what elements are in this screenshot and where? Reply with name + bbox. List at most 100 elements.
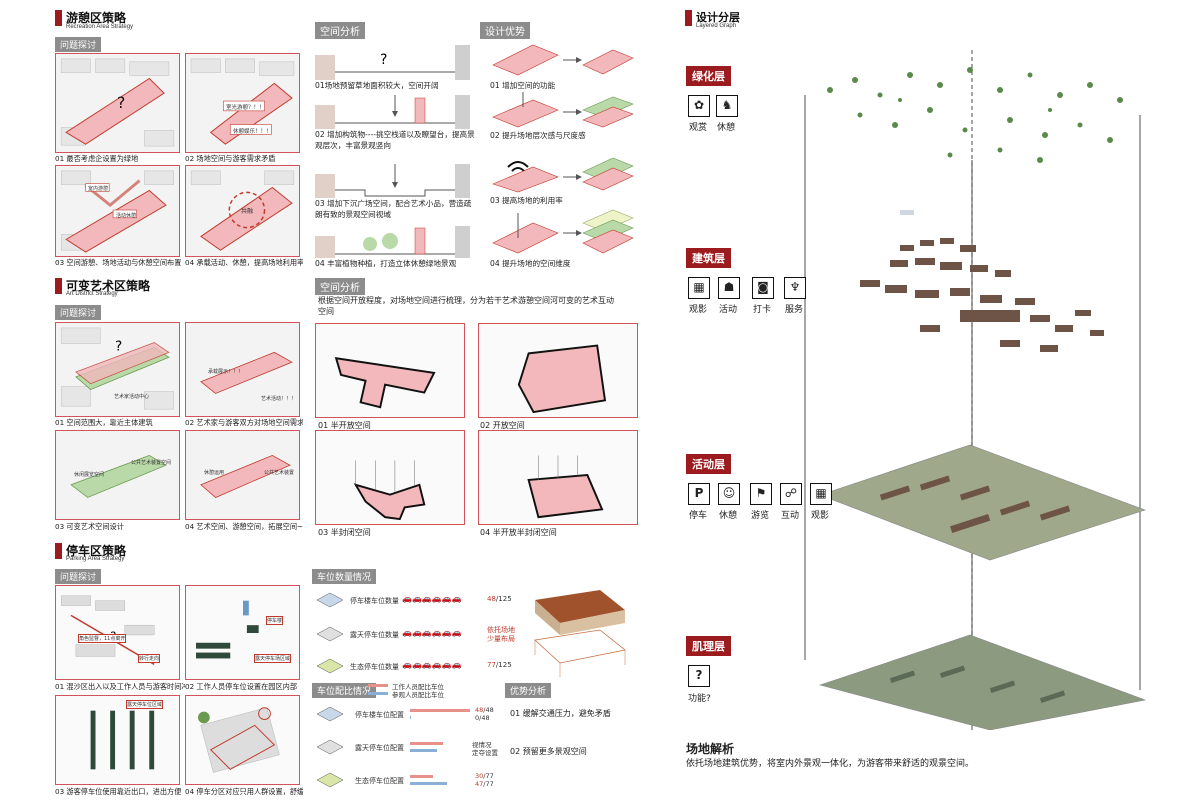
analysis-text: 依托场地建筑优势，将室内外景观一体化，为游客带来舒适的观景空间。 <box>686 759 975 769</box>
recreation-caption-1: 01 最否考虑企设置为绿地 <box>55 154 139 163</box>
parking-count-label-2: 露天停车位数量 <box>350 631 399 639</box>
recreation-advantage-tag: 设计优势 <box>480 22 530 39</box>
ratio-value-3b: 47/77 <box>475 780 494 788</box>
parking-building-model <box>534 590 626 677</box>
ratio-eco-icon <box>316 772 344 788</box>
ratio-building-icon <box>316 706 344 722</box>
parking-icon: P <box>688 483 710 505</box>
art-caption-3: 03 可变艺术空间设计 <box>55 522 124 531</box>
art-space-panel-1 <box>315 323 465 418</box>
parking-count-total-2: 少量布局 <box>487 635 515 643</box>
parking-map-1: ? <box>61 595 155 665</box>
recreation-note-3b: 活动休憩 <box>116 213 137 219</box>
parking-panel-1: ? 角色监督，11点离开 转行走向 <box>55 585 180 680</box>
activity-icon-label-3: 游览 <box>751 511 770 521</box>
parking-advantage-1: 01 缓解交通压力，避免矛盾 <box>510 709 611 718</box>
recreation-note-3a: 室内游憩 <box>88 186 109 192</box>
art-panel-3: 休闲展览空间 公共艺术装置空间 <box>55 430 180 520</box>
parking-panel-4 <box>185 695 300 785</box>
parking-panel-3: 露天停车位区域 <box>55 695 180 785</box>
recreation-map-1: ? <box>60 58 175 147</box>
parking-advantage-2: 02 预留更多景观空间 <box>510 747 587 756</box>
layers-subtitle: Layered Graph <box>696 23 737 29</box>
parking-map-2 <box>196 600 259 659</box>
parking-caption-1: 01 混沙区出入以及工作人员与游客时间冲突 <box>55 682 185 691</box>
ratio-label-2: 露天停车位配置 <box>355 744 404 752</box>
parking-caption-3: 03 游客停车位使用靠近出口，进出方便 <box>55 787 182 796</box>
art-note-4b: 公共艺术装置 <box>264 470 295 476</box>
space-section-3 <box>315 164 470 198</box>
space-section-4 <box>315 226 470 258</box>
cinema-icon: ▦ <box>688 277 710 299</box>
svg-text:?: ? <box>380 52 387 68</box>
ratio-open-icon <box>316 739 344 755</box>
art-note-3b: 公共艺术装置空间 <box>131 460 172 466</box>
art-space-caption-2: 02 开放空间 <box>480 421 525 430</box>
parking-count-value-1: 48/125 <box>487 595 512 603</box>
green-layer <box>827 67 1123 163</box>
section-marker <box>55 10 62 26</box>
recreation-map-2 <box>190 58 295 145</box>
art-caption-4: 04 艺术空间、游憩空间，拓展空间~~~ <box>185 522 303 531</box>
art-space-panel-4 <box>478 430 638 525</box>
recreation-note-4: 共融 <box>241 208 254 215</box>
art-map-4 <box>200 455 291 498</box>
recreation-panel-3: 室内游憩 活动休憩 <box>55 165 180 257</box>
space-section-1: ? <box>315 45 470 80</box>
art-title: 可变艺术区策略 <box>66 279 151 293</box>
ratio-value-1b: 0/48 <box>475 714 490 722</box>
legend-staff: 工作人员配比车位 <box>392 683 444 691</box>
art-space-desc: 根据空间开放程度，对场地空间进行梳理，分为若干艺术游憩空间河可变的艺术互动空间 <box>318 296 614 316</box>
parking-count-label-3: 生态停车位数量 <box>350 663 399 671</box>
activity-layer <box>819 444 1146 561</box>
parking-advantage-tag: 优势分析 <box>505 683 552 698</box>
art-note-2b: 艺术活动！！！ <box>261 396 297 402</box>
art-space-panel-3 <box>315 430 465 525</box>
art-space-tag: 空间分析 <box>315 278 365 295</box>
section-marker <box>685 10 692 26</box>
section-marker <box>55 543 62 559</box>
parking-note-3: 露天停车位区域 <box>126 700 164 709</box>
car-icons-2: 🚗🚗🚗🚗🚗🚗 <box>402 628 462 637</box>
recreation-panel-4: 共融 <box>185 165 300 257</box>
art-caption-2: 02 艺术家与游客双方对场地空间需求 <box>185 418 303 427</box>
parking-caption-2: 02 工作人员停车位设置在园区内部 <box>185 682 298 691</box>
art-map-1: ? <box>60 327 175 410</box>
parking-note-1b: 转行走向 <box>138 654 161 663</box>
recreation-map-4 <box>190 170 295 251</box>
recreation-space-tag: 空间分析 <box>315 22 365 39</box>
parking-building-icon <box>316 592 344 608</box>
people-icon: ☗ <box>718 277 740 299</box>
interact-icon: ☍ <box>780 483 802 505</box>
art-panel-4: 休憩运用 公共艺术装置 <box>185 430 300 520</box>
bench-icon: ☺ <box>718 483 740 505</box>
activity-icon-label-5: 观影 <box>811 511 830 521</box>
recreation-caption-4: 04 承载活动、休憩，提高场地利用率 <box>185 258 303 267</box>
art-problem-tag: 问题探讨 <box>55 305 102 320</box>
analysis-title: 场地解析 <box>686 742 735 756</box>
art-note-2a: 承载展示！！！ <box>208 369 244 375</box>
art-space-caption-4: 04 半开放半封闭空间 <box>480 528 557 537</box>
parking-note-2b: 露天停车场区域 <box>254 654 292 663</box>
ratio-value-1a: 48/48 <box>475 706 494 714</box>
parking-panel-2: 停车楼 露天停车场区域 <box>185 585 300 680</box>
art-note-3a: 休闲展览空间 <box>74 472 105 478</box>
parking-count-label-1: 停车楼车位数量 <box>350 597 399 605</box>
layered-model <box>804 50 1147 730</box>
recreation-caption-2: 02 场地空间与游客需求矛盾 <box>185 154 276 163</box>
flower-icon: ✿ <box>688 95 710 117</box>
parking-open-icon <box>316 626 344 642</box>
art-caption-1: 01 空间范围大，靠近主体建筑 <box>55 418 153 427</box>
green-icon-label-2: 休憩 <box>717 123 736 133</box>
activity-icon-label-4: 互动 <box>781 511 800 521</box>
building-icon-label-3: 打卡 <box>753 305 772 315</box>
green-layer-label: 绿化层 <box>686 66 731 86</box>
art-note-4a: 休憩运用 <box>204 470 225 476</box>
layers-title: 设计分层 <box>696 11 740 24</box>
ratio-note-2a: 视情况 <box>472 741 492 749</box>
parking-map-4 <box>198 707 280 773</box>
recreation-panel-1: ? <box>55 53 180 153</box>
ratio-note-2b: 定夺设置 <box>472 749 498 757</box>
parking-eco-icon <box>316 658 344 674</box>
section-marker <box>55 278 62 294</box>
